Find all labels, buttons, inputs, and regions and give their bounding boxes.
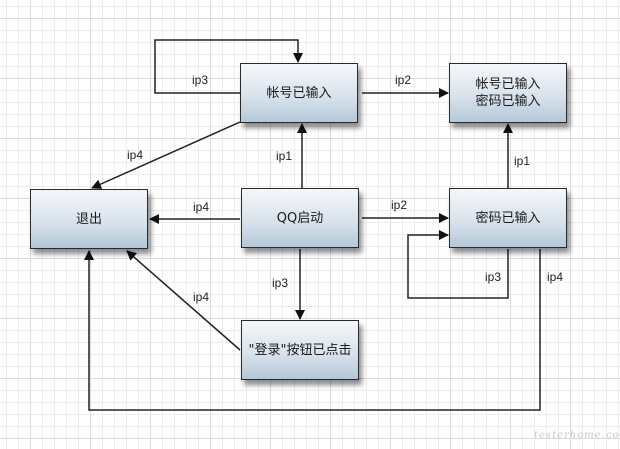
edge-account-to-exit-ip4 bbox=[91, 121, 241, 189]
edge-label-qq-to-login: ip3 bbox=[272, 276, 289, 290]
state-label: 帐号已输入 bbox=[266, 85, 332, 101]
state-account-entered[interactable]: 帐号已输入 bbox=[240, 63, 358, 123]
edge-label-account-to-exit: ip4 bbox=[127, 148, 144, 162]
edge-login-to-exit-ip4 bbox=[126, 250, 241, 351]
state-label-line1: 帐号已输入 bbox=[475, 77, 541, 92]
edge-label-qq-to-password: ip2 bbox=[391, 198, 408, 212]
edge-password-self-ip3 bbox=[407, 230, 509, 299]
state-label: 退出 bbox=[75, 211, 102, 227]
edge-label-account-to-both: ip2 bbox=[395, 73, 412, 87]
edge-label-login-to-exit: ip4 bbox=[193, 290, 210, 304]
edge-label-password-to-both: ip1 bbox=[514, 154, 531, 168]
watermark: testerhome.com bbox=[534, 430, 620, 441]
edge-label-qq-to-exit: ip4 bbox=[193, 200, 210, 214]
state-label-line2: 密码已输入 bbox=[475, 94, 541, 109]
edge-label-account-self: ip3 bbox=[192, 73, 209, 87]
state-qq-start[interactable]: QQ启动 bbox=[241, 188, 359, 248]
state-label: "登录"按钮已点击 bbox=[248, 342, 352, 358]
state-account-and-password-entered[interactable]: 帐号已输入 密码已输入 bbox=[449, 63, 567, 123]
state-password-entered[interactable]: 密码已输入 bbox=[449, 188, 567, 248]
edge-password-to-exit-ip4 bbox=[84, 249, 541, 411]
state-label: QQ启动 bbox=[276, 210, 324, 226]
edge-label-qq-to-account: ip1 bbox=[276, 149, 293, 163]
edge-label-password-self: ip3 bbox=[485, 270, 502, 284]
state-exit[interactable]: 退出 bbox=[30, 189, 148, 249]
state-login-button-clicked[interactable]: "登录"按钮已点击 bbox=[241, 320, 359, 380]
edge-label-password-to-exit: ip4 bbox=[547, 270, 564, 284]
edge-account-self-ip3 bbox=[154, 39, 303, 94]
state-label: 密码已输入 bbox=[475, 210, 541, 226]
